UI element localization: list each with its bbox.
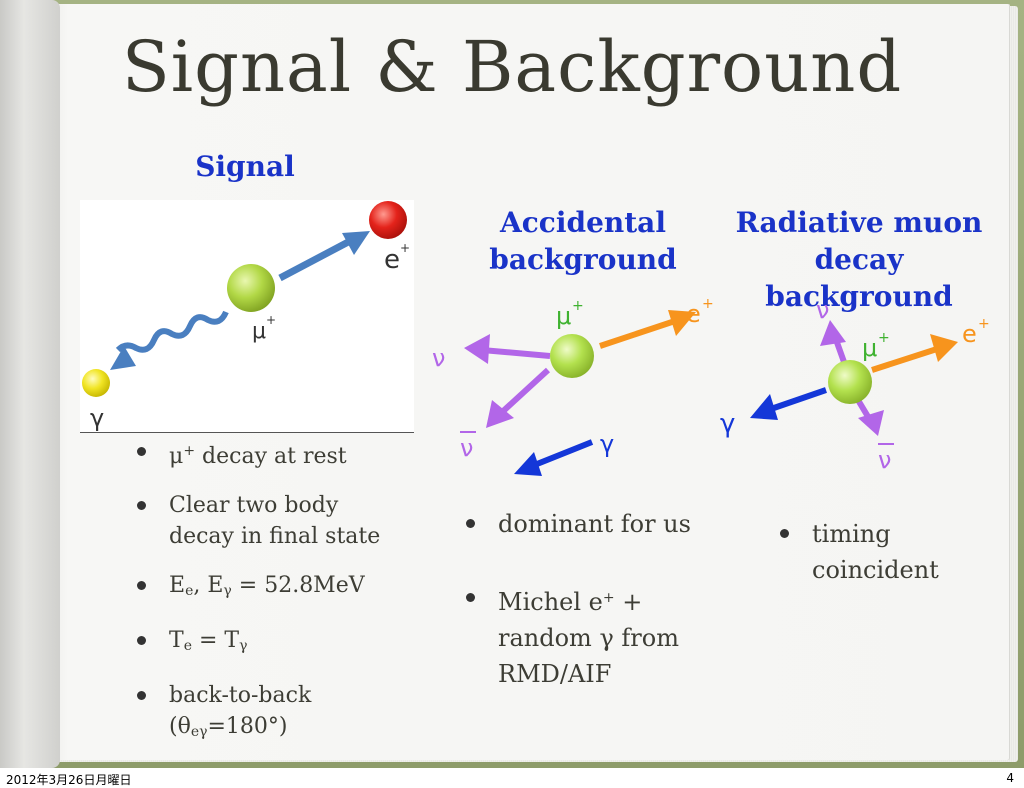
acc-positron-sup: + xyxy=(702,296,714,312)
rad-positron-arrow xyxy=(871,345,941,373)
radiative-heading: Radiative muon decay background xyxy=(730,204,988,315)
signal-muon-label: μ xyxy=(252,319,266,344)
footer-date: 2012年3月26日月曜日 xyxy=(6,773,132,787)
signal-positron-sup: + xyxy=(400,241,410,255)
signal-bullet-timing: Te = Tγ xyxy=(137,625,407,662)
signal-diagram: μ + e + γ xyxy=(80,200,414,433)
acc-positron-label: e xyxy=(686,300,701,328)
rad-gamma-arrowhead xyxy=(750,394,778,420)
rad-nubar-label: ν xyxy=(878,446,891,474)
accidental-diagram: μ + e + ν ν γ xyxy=(432,296,714,476)
signal-bullet-energy: Ee, Eγ = 52.8MeV xyxy=(137,570,407,607)
rad-positron-sup: + xyxy=(978,316,990,332)
acc-gamma-arrowhead xyxy=(514,452,542,476)
accidental-bullet-list: dominant for us Michel e+ +random γ from… xyxy=(466,506,726,730)
accidental-bullet-dominant: dominant for us xyxy=(466,506,726,542)
positron-ball xyxy=(369,201,407,239)
acc-gamma-label: γ xyxy=(600,430,614,458)
rad-muon-label: μ xyxy=(862,334,877,362)
acc-nu-label: ν xyxy=(432,344,445,372)
accidental-heading-line2: background xyxy=(489,243,677,276)
rad-gamma-label: γ xyxy=(720,409,735,439)
rad-positron-label: e xyxy=(962,320,977,348)
footer-bar: 2012年3月26日月曜日 4 xyxy=(0,768,1024,788)
radiative-heading-line2: decay background xyxy=(765,243,953,313)
rad-positron-arrowhead xyxy=(930,334,958,362)
photon-arrowhead xyxy=(110,346,136,370)
acc-nu-arrowhead xyxy=(464,334,490,364)
rad-gamma-arrow xyxy=(767,387,827,413)
slide-title: Signal & Background xyxy=(121,26,903,108)
footer-page-number: 4 xyxy=(1006,771,1014,785)
signal-positron-label: e xyxy=(384,245,400,275)
acc-nubar-label: ν xyxy=(460,434,473,462)
signal-diagram-svg: μ + e + γ xyxy=(82,201,410,432)
positron-arrowhead xyxy=(342,231,370,255)
signal-gamma-label: γ xyxy=(90,404,104,432)
acc-muon-label: μ xyxy=(556,302,571,330)
acc-nu-arrow xyxy=(481,347,551,359)
rad-nu-arrowhead xyxy=(820,320,846,346)
acc-positron-arrow xyxy=(599,317,679,349)
signal-bullet-decay: μ+ decay at rest xyxy=(137,436,407,472)
rad-muon-sup: + xyxy=(878,330,890,346)
rad-muon-ball xyxy=(828,360,872,404)
muon-ball xyxy=(227,264,275,312)
acc-gamma-arrow xyxy=(530,439,594,469)
photon-wave xyxy=(115,310,229,353)
acc-nubar-arrowhead xyxy=(486,400,514,428)
acc-muon-sup: + xyxy=(572,298,584,314)
positron-arrow xyxy=(278,236,354,282)
accidental-heading-line1: Accidental xyxy=(500,206,666,239)
signal-muon-sup: + xyxy=(266,313,276,327)
signal-heading: Signal xyxy=(195,150,295,183)
page-curl xyxy=(0,0,60,768)
acc-positron-arrowhead xyxy=(668,310,696,336)
acc-nubar-arrow xyxy=(497,367,551,417)
rad-nubar-arrowhead xyxy=(858,410,884,436)
rad-nu-label: ν xyxy=(816,296,829,324)
accidental-heading: Accidental background xyxy=(470,204,696,278)
radiative-diagram: μ + e + ν ν γ xyxy=(720,296,990,474)
signal-bullet-back-to-back: back-to-back(θeγ=180°) xyxy=(137,680,407,748)
acc-muon-ball xyxy=(550,334,594,378)
gamma-ball xyxy=(82,369,110,397)
radiative-heading-line1: Radiative muon xyxy=(735,206,983,239)
